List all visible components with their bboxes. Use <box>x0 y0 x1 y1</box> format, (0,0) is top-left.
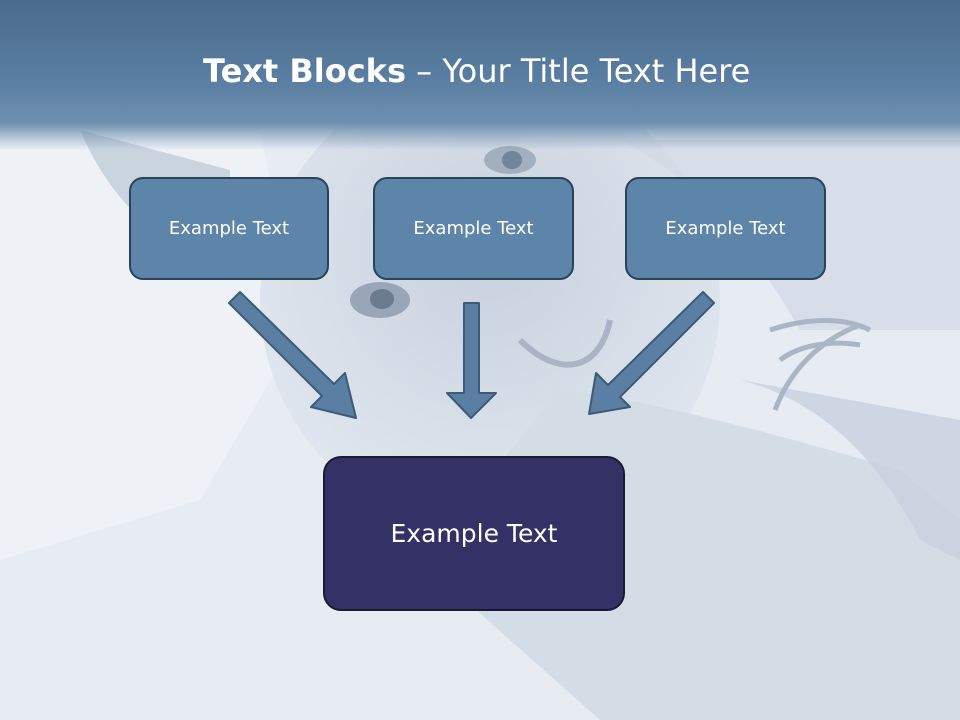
text-block-2-label: Example Text <box>413 218 534 239</box>
text-block-2: Example Text <box>373 177 574 280</box>
text-block-1-label: Example Text <box>168 218 290 239</box>
title-separator: – <box>416 52 433 90</box>
text-block-3: Example Text <box>625 177 826 280</box>
target-block-label: Example Text <box>390 519 558 548</box>
slide-title: Text Blocks – Your Title Text Here <box>203 52 903 90</box>
text-block-3-label: Example Text <box>665 218 786 239</box>
title-bold-part: Text Blocks <box>203 52 406 90</box>
title-rest: Your Title Text Here <box>442 52 751 90</box>
target-block: Example Text <box>323 456 625 611</box>
title-bar <box>0 0 960 150</box>
text-block-1: Example Text <box>129 177 329 280</box>
